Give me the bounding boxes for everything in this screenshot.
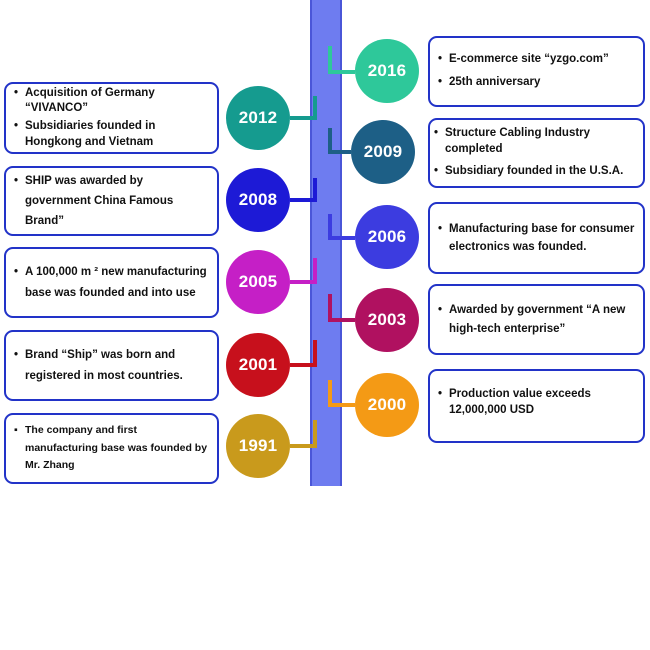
connector-2008 (290, 178, 317, 202)
event-2016-item-2: 25th anniversary (438, 75, 635, 91)
event-2000-item-1: Production value exceeds 12,000,000 USD (438, 387, 635, 418)
event-2006-item-1: Manufacturing base for consumer electron… (438, 220, 635, 257)
connector-2009 (328, 128, 351, 154)
event-2009-item-1: Structure Cabling Industry completed (434, 126, 635, 157)
event-2012-item-2: Subsidiaries founded in Hongkong and Vie… (14, 119, 209, 150)
event-box-2006: Manufacturing base for consumer electron… (428, 202, 645, 274)
connector-2012 (290, 96, 317, 120)
event-box-2001: Brand “Ship” was born and registered in … (4, 330, 219, 401)
event-1991-item-1: The company and first manufacturing base… (14, 422, 209, 476)
event-box-2003: Awarded by government “A new high-tech e… (428, 284, 645, 355)
event-2005-item-1: A 100,000 m ² new manufacturing base was… (14, 262, 209, 302)
year-circle-2000: 2000 (355, 373, 419, 437)
event-2016-item-1: E-commerce site “yzgo.com” (438, 52, 635, 68)
connector-2005 (290, 258, 317, 284)
year-circle-2006: 2006 (355, 205, 419, 269)
event-2009-item-2: Subsidiary founded in the U.S.A. (434, 164, 635, 180)
event-box-2000: Production value exceeds 12,000,000 USD (428, 369, 645, 443)
year-circle-2003: 2003 (355, 288, 419, 352)
event-box-2009: Structure Cabling Industry completed Sub… (428, 118, 645, 188)
event-box-1991: The company and first manufacturing base… (4, 413, 219, 484)
event-2008-item-1: SHIP was awarded by government China Fam… (14, 171, 209, 231)
connector-2001 (290, 340, 317, 367)
connector-2003 (328, 294, 355, 322)
year-circle-2008: 2008 (226, 168, 290, 232)
year-circle-2009: 2009 (351, 120, 415, 184)
timeline-spine (310, 0, 342, 486)
event-box-2005: A 100,000 m ² new manufacturing base was… (4, 247, 219, 318)
event-2003-item-1: Awarded by government “A new high-tech e… (438, 301, 635, 338)
year-circle-1991: 1991 (226, 414, 290, 478)
event-box-2016: E-commerce site “yzgo.com” 25th annivers… (428, 36, 645, 107)
connector-2016 (328, 46, 355, 74)
event-2001-item-1: Brand “Ship” was born and registered in … (14, 345, 209, 385)
connector-2006 (328, 214, 355, 240)
event-box-2012: Acquisition of Germany “VIVANCO” Subsidi… (4, 82, 219, 154)
year-circle-2016: 2016 (355, 39, 419, 103)
event-box-2008: SHIP was awarded by government China Fam… (4, 166, 219, 236)
year-circle-2005: 2005 (226, 250, 290, 314)
year-circle-2001: 2001 (226, 333, 290, 397)
event-2012-item-1: Acquisition of Germany “VIVANCO” (14, 86, 209, 117)
connector-1991 (290, 420, 317, 448)
year-circle-2012: 2012 (226, 86, 290, 150)
connector-2000 (328, 380, 355, 407)
